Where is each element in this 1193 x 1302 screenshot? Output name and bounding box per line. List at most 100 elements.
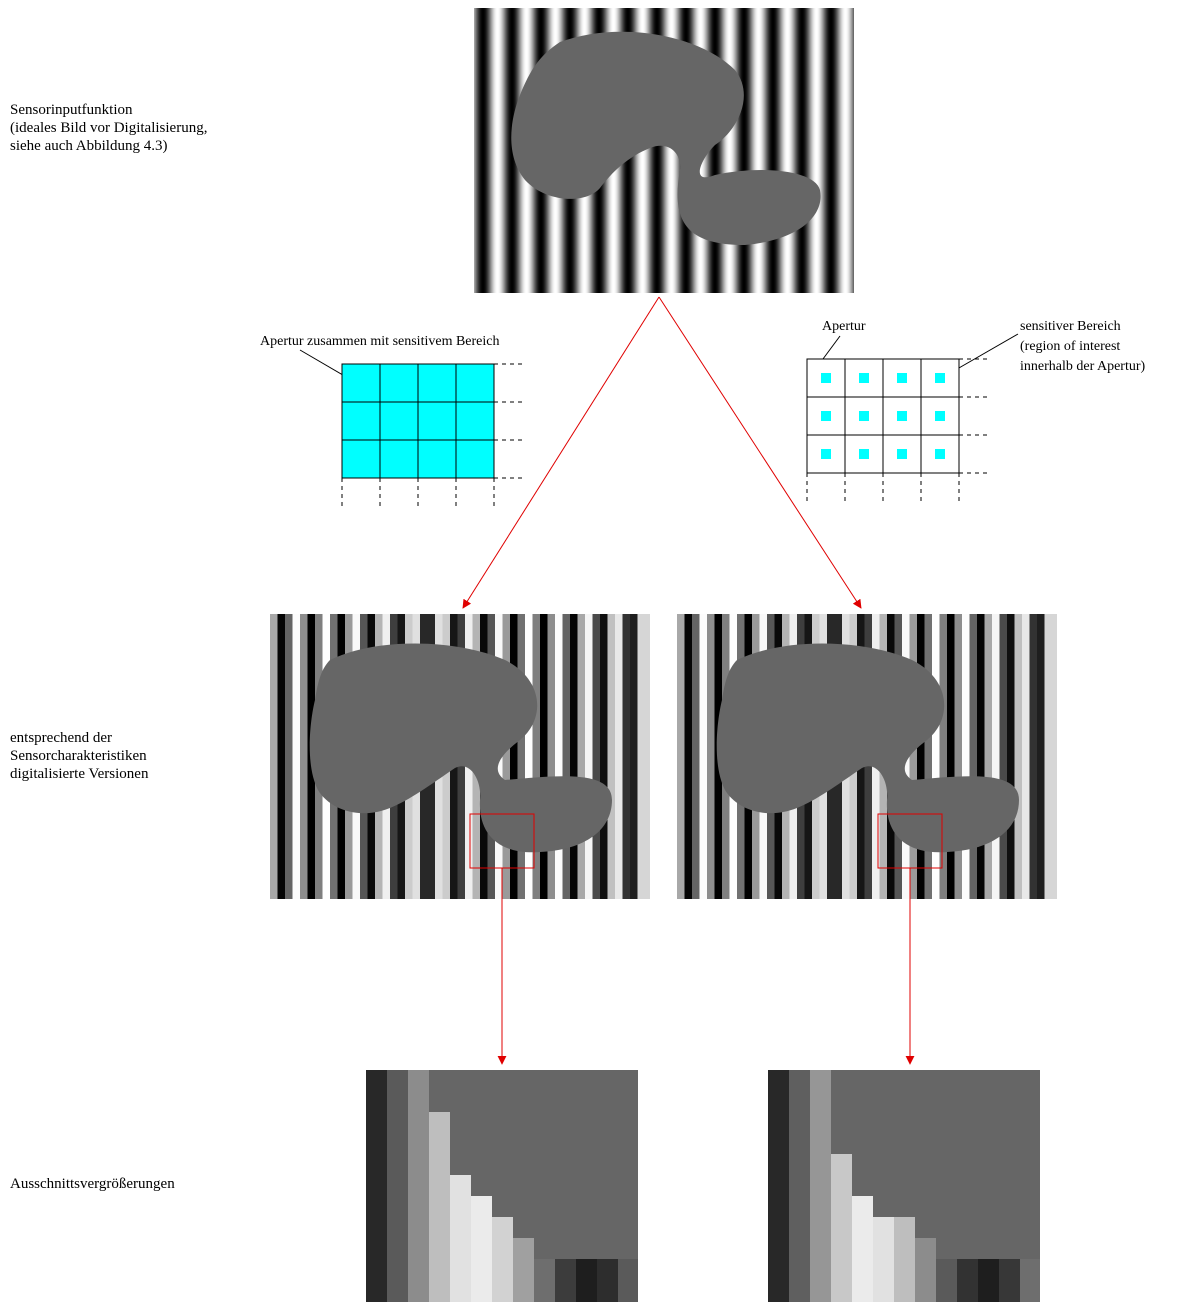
zoom-pixel bbox=[387, 1175, 408, 1196]
zoom-pixel bbox=[852, 1217, 873, 1238]
zoom-pixel bbox=[450, 1238, 471, 1259]
zoom-pixel bbox=[492, 1133, 513, 1154]
digitized-stripe bbox=[1000, 614, 1008, 899]
digitized-stripe bbox=[1052, 614, 1060, 899]
zoom-pixel bbox=[936, 1070, 957, 1091]
zoom-pixel bbox=[534, 1259, 555, 1280]
zoom-pixel bbox=[555, 1238, 576, 1259]
zoom-pixel bbox=[999, 1280, 1020, 1301]
zoom-pixel bbox=[894, 1238, 915, 1259]
zoom-pixel bbox=[576, 1133, 597, 1154]
zoom-pixel bbox=[1020, 1112, 1041, 1133]
zoom-pixel bbox=[936, 1259, 957, 1280]
zoom-pixel bbox=[492, 1112, 513, 1133]
zoom-pixel bbox=[597, 1175, 618, 1196]
digitized-image-left bbox=[270, 614, 653, 899]
digitized-stripe bbox=[270, 614, 278, 899]
zoom-pixel bbox=[999, 1154, 1020, 1175]
zoom-pixel bbox=[768, 1259, 789, 1280]
zoom-pixel bbox=[894, 1070, 915, 1091]
zoom-pixel bbox=[429, 1238, 450, 1259]
zoom-pixel bbox=[492, 1091, 513, 1112]
zoom-pixel bbox=[999, 1133, 1020, 1154]
zoom-pixel bbox=[429, 1070, 450, 1091]
zoom-pixel bbox=[597, 1238, 618, 1259]
sensitive-cell bbox=[821, 411, 831, 421]
aperture-full-diagram: Apertur zusammen mit sensitivem Bereich bbox=[260, 334, 522, 506]
zoom-pixel bbox=[534, 1238, 555, 1259]
zoom-pixel bbox=[978, 1112, 999, 1133]
zoom-pixel bbox=[492, 1217, 513, 1238]
zoom-pixel bbox=[957, 1259, 978, 1280]
digitized-stripe bbox=[555, 614, 563, 899]
digitized-stripe bbox=[917, 614, 925, 899]
zoom-pixel bbox=[387, 1091, 408, 1112]
zoom-pixel bbox=[936, 1217, 957, 1238]
zoom-pixel bbox=[936, 1175, 957, 1196]
zoom-pixel bbox=[957, 1091, 978, 1112]
zoom-pixel bbox=[978, 1091, 999, 1112]
zoom-pixel bbox=[831, 1154, 852, 1175]
digitized-stripe bbox=[630, 614, 638, 899]
digitized-stripe bbox=[992, 614, 1000, 899]
zoom-pixel bbox=[366, 1280, 387, 1301]
zoom-pixel bbox=[387, 1238, 408, 1259]
zoom-pixel bbox=[618, 1091, 639, 1112]
zoom-pixel bbox=[639, 1112, 660, 1133]
zoom-pixel bbox=[408, 1070, 429, 1091]
zoom-pixel bbox=[1020, 1154, 1041, 1175]
zoom-pixel bbox=[387, 1133, 408, 1154]
aperture-sensitive-diagram: Apertur sensitiver Bereich (region of in… bbox=[807, 319, 1146, 501]
digitized-stripe bbox=[955, 614, 963, 899]
zoom-pixel bbox=[831, 1259, 852, 1280]
zoom-pixel bbox=[1041, 1133, 1062, 1154]
zoom-pixel bbox=[894, 1196, 915, 1217]
zoom-pixel bbox=[471, 1280, 492, 1301]
digitized-stripe bbox=[707, 614, 715, 899]
zoom-pixel bbox=[894, 1175, 915, 1196]
zoom-pixel bbox=[1020, 1091, 1041, 1112]
zoom-pixel bbox=[915, 1175, 936, 1196]
zoom-pixel bbox=[915, 1217, 936, 1238]
zoom-pixel bbox=[366, 1154, 387, 1175]
zoom-pixel bbox=[429, 1133, 450, 1154]
zoom-pixel bbox=[597, 1196, 618, 1217]
zoom-pixel bbox=[810, 1154, 831, 1175]
zoom-pixel bbox=[639, 1217, 660, 1238]
zoom-pixel bbox=[1041, 1280, 1062, 1301]
zoom-pixel bbox=[534, 1280, 555, 1301]
zoom-pixel bbox=[450, 1091, 471, 1112]
zoom-pixel bbox=[1020, 1196, 1041, 1217]
digitized-stripe bbox=[700, 614, 708, 899]
zoom-pixel bbox=[534, 1217, 555, 1238]
zoom-pixel bbox=[873, 1238, 894, 1259]
zoom-pixel bbox=[894, 1154, 915, 1175]
digitized-stripe bbox=[548, 614, 556, 899]
zoom-pixel bbox=[852, 1133, 873, 1154]
zoom-pixel bbox=[978, 1070, 999, 1091]
sensitive-cell bbox=[897, 373, 907, 383]
digitized-stripe bbox=[925, 614, 933, 899]
zoom-pixel bbox=[978, 1196, 999, 1217]
zoom-pixel bbox=[408, 1091, 429, 1112]
zoom-pixel bbox=[387, 1196, 408, 1217]
zoom-pixel bbox=[408, 1217, 429, 1238]
zoom-pixel bbox=[894, 1259, 915, 1280]
zoom-pixel bbox=[639, 1259, 660, 1280]
zoom-pixel bbox=[936, 1112, 957, 1133]
zoom-pixel bbox=[936, 1091, 957, 1112]
zoom-pixel bbox=[768, 1238, 789, 1259]
aperture-label: Apertur bbox=[822, 319, 866, 334]
zoom-pixel bbox=[852, 1238, 873, 1259]
zoom-pixel bbox=[450, 1133, 471, 1154]
zoom-image-left bbox=[366, 1070, 660, 1302]
zoom-pixel bbox=[366, 1175, 387, 1196]
sensitive-cell bbox=[821, 449, 831, 459]
zoom-pixel bbox=[513, 1238, 534, 1259]
zoom-pixel bbox=[915, 1070, 936, 1091]
zoom-pixel bbox=[513, 1133, 534, 1154]
zoom-pixel bbox=[831, 1196, 852, 1217]
zoom-pixel bbox=[1020, 1133, 1041, 1154]
zoom-pixel bbox=[1041, 1154, 1062, 1175]
zoom-pixel bbox=[408, 1133, 429, 1154]
